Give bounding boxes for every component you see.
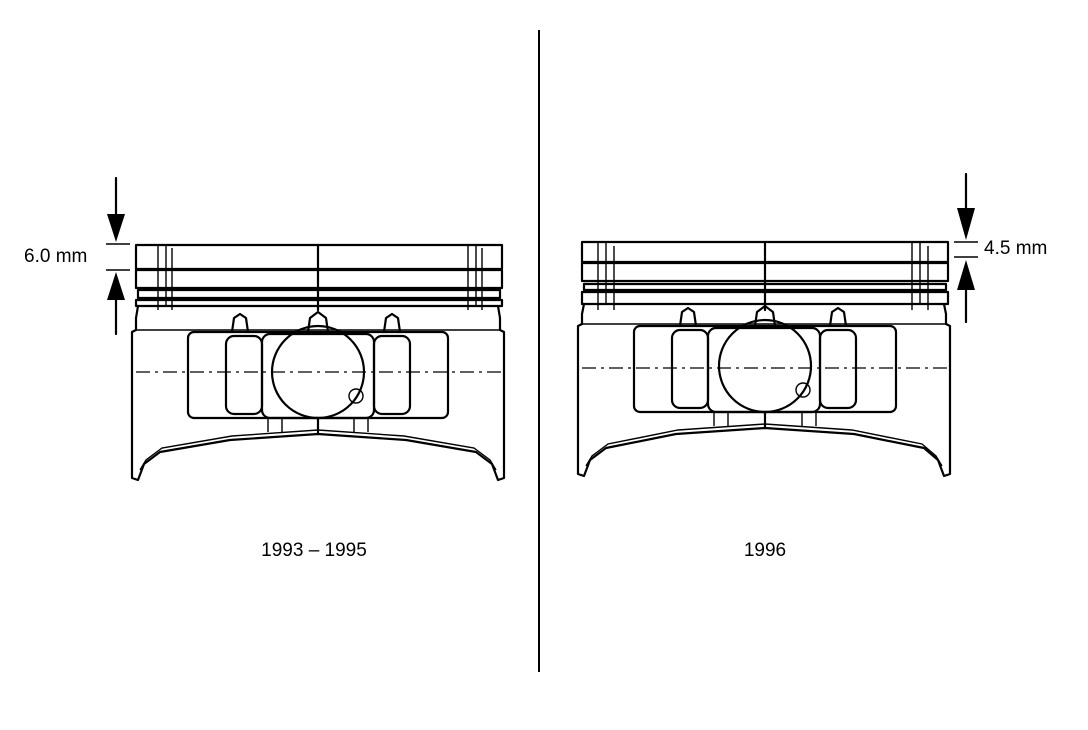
right-arrow-down-icon: [957, 208, 975, 240]
left-dimension: [106, 176, 130, 336]
left-caption: 1993 – 1995: [261, 540, 367, 561]
left-arrow-up-icon: [107, 272, 125, 300]
right-arrow-up-icon: [957, 260, 975, 290]
left-dimension-label: 6.0 mm: [24, 246, 87, 267]
right-dimension: [954, 172, 978, 324]
right-piston: [576, 240, 952, 478]
right-dimension-label: 4.5 mm: [984, 238, 1047, 259]
right-caption: 1996: [744, 540, 786, 561]
left-ring-lands: [134, 243, 504, 312]
right-ring-lands: [580, 240, 950, 312]
left-arrow-down-icon: [107, 214, 125, 242]
left-piston: [130, 243, 506, 482]
right-piston-pin: [717, 318, 813, 414]
